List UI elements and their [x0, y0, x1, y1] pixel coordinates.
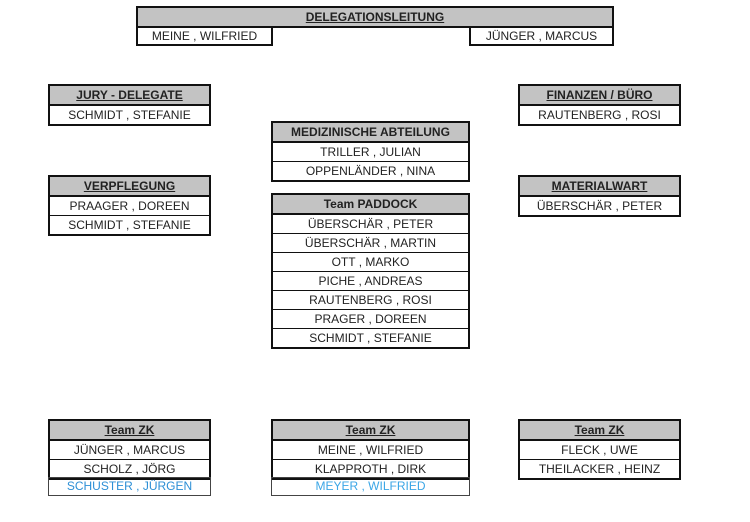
delegation-member-left: MEINE , WILFRIED: [136, 26, 273, 46]
member: PRAGER , DOREEN: [273, 310, 468, 329]
member: RAUTENBERG , ROSI: [538, 108, 661, 122]
member: ÜBERSCHÄR , MARTIN: [273, 234, 468, 253]
material-box: MATERIALWART ÜBERSCHÄR , PETER: [518, 175, 681, 217]
member: SCHMIDT , STEFANIE: [68, 218, 191, 232]
zk2-box: Team ZK MEINE , WILFRIED KLAPPROTH , DIR…: [271, 419, 470, 480]
verpflegung-box: VERPFLEGUNG PRAAGER , DOREEN SCHMIDT , S…: [48, 175, 211, 236]
zk1-box: Team ZK JÜNGER , MARCUS SCHOLZ , JÖRG: [48, 419, 211, 480]
jury-box: JURY - DELEGATE SCHMIDT , STEFANIE: [48, 84, 211, 126]
zk2-title: Team ZK: [273, 421, 468, 441]
member: SCHOLZ , JÖRG: [83, 462, 176, 476]
medizin-title: MEDIZINISCHE ABTEILUNG: [273, 123, 468, 143]
member: KLAPPROTH , DIRK: [314, 462, 427, 476]
member: SCHMIDT , STEFANIE: [68, 108, 191, 122]
medizin-box: MEDIZINISCHE ABTEILUNG TRILLER , JULIAN …: [271, 121, 470, 182]
member: ÜBERSCHÄR , PETER: [536, 199, 663, 213]
member: PICHE , ANDREAS: [273, 272, 468, 291]
zk3-box: Team ZK FLECK , UWE THEILACKER , HEINZ: [518, 419, 681, 480]
zk1-reserve: SCHUSTER , JÜRGEN: [48, 477, 211, 496]
member: MEINE , WILFRIED: [273, 441, 468, 460]
member: OTT , MARKO: [273, 253, 468, 272]
verpflegung-title: VERPFLEGUNG: [50, 177, 209, 197]
member: RAUTENBERG , ROSI: [273, 291, 468, 310]
zk2-reserve: MEYER , WILFRIED: [271, 477, 470, 496]
material-title: MATERIALWART: [520, 177, 679, 197]
delegation-header-box: DELEGATIONSLEITUNG: [136, 6, 614, 28]
member: OPPENLÄNDER , NINA: [305, 164, 436, 178]
member: ÜBERSCHÄR , PETER: [273, 215, 468, 234]
member: SCHMIDT , STEFANIE: [309, 331, 432, 345]
delegation-member-right: JÜNGER , MARCUS: [469, 26, 614, 46]
member: TRILLER , JULIAN: [273, 143, 468, 162]
member: PRAAGER , DOREEN: [50, 197, 209, 216]
zk3-title: Team ZK: [520, 421, 679, 441]
finanzen-box: FINANZEN / BÜRO RAUTENBERG , ROSI: [518, 84, 681, 126]
member: THEILACKER , HEINZ: [538, 462, 661, 476]
member: JÜNGER , MARCUS: [50, 441, 209, 460]
zk1-title: Team ZK: [50, 421, 209, 441]
jury-title: JURY - DELEGATE: [50, 86, 209, 106]
paddock-title: Team PADDOCK: [273, 195, 468, 215]
delegation-title: DELEGATIONSLEITUNG: [138, 8, 612, 26]
paddock-box: Team PADDOCK ÜBERSCHÄR , PETER ÜBERSCHÄR…: [271, 193, 470, 349]
member: FLECK , UWE: [520, 441, 679, 460]
finanzen-title: FINANZEN / BÜRO: [520, 86, 679, 106]
